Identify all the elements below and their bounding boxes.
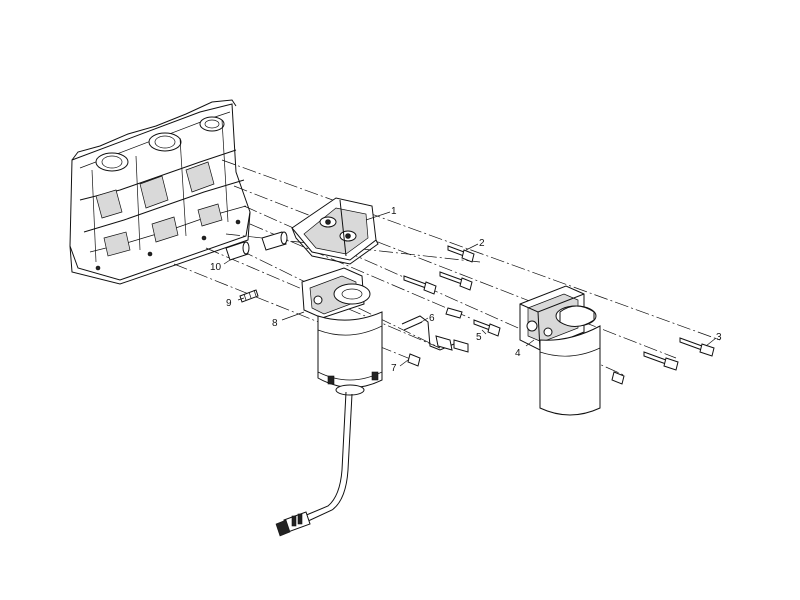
- bolt-lower-right: [643, 351, 679, 371]
- part-2-bolt: [447, 245, 475, 263]
- leader-lines: [223, 211, 717, 367]
- part-4-filter-housing: [519, 285, 601, 416]
- bolt-washer: [445, 307, 463, 319]
- part-1-bracket: [291, 197, 379, 265]
- callout-6: 6: [429, 313, 435, 324]
- callout-4: 4: [515, 348, 521, 359]
- bolt-mid-lower: [403, 275, 437, 295]
- bolt-mid-upper: [439, 271, 473, 291]
- callout-10: 10: [210, 262, 222, 273]
- part-6-clip: [401, 315, 469, 353]
- engine-block: [69, 99, 251, 285]
- part-9-stud: [239, 289, 259, 303]
- callout-5: 5: [476, 332, 482, 343]
- part-3-bolt: [679, 337, 715, 357]
- part-8-fuel-filter: [275, 267, 383, 537]
- stud-spacer: [261, 231, 288, 251]
- part-10-spacer: [225, 241, 250, 261]
- callout-1: 1: [391, 206, 397, 217]
- nut-lower-right: [611, 371, 625, 385]
- part-5-bolt: [473, 319, 501, 337]
- callout-9: 9: [226, 298, 232, 309]
- callout-3: 3: [716, 332, 722, 343]
- part-7-nut: [407, 353, 421, 367]
- callout-2: 2: [479, 238, 485, 249]
- callout-8: 8: [272, 318, 278, 329]
- callout-7: 7: [391, 363, 397, 374]
